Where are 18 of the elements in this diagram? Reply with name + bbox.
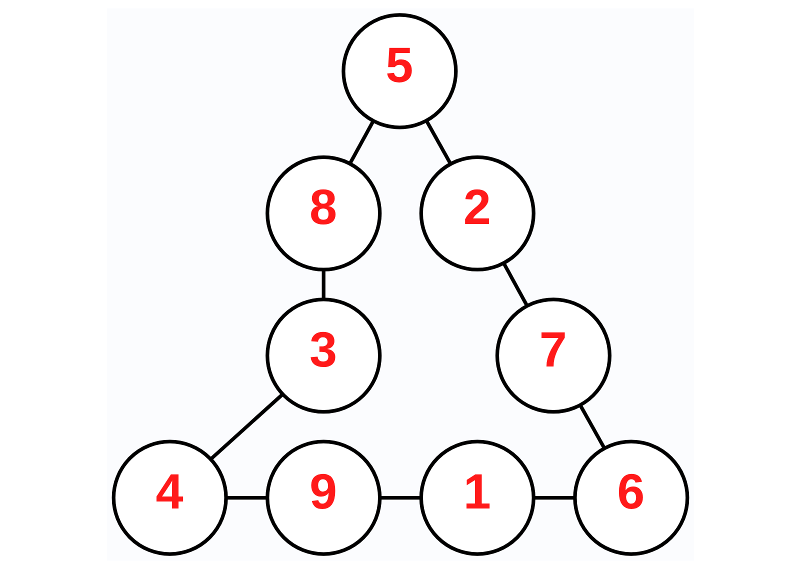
node-circle: 7	[494, 298, 611, 414]
connector	[502, 262, 528, 306]
node-circle: 2	[418, 155, 535, 272]
connector	[209, 393, 284, 460]
node-circle: 4	[111, 440, 228, 556]
connector	[578, 404, 606, 450]
node-circle: 5	[341, 13, 458, 130]
node-circle: 8	[265, 155, 382, 272]
connector	[533, 496, 574, 500]
node-circle: 9	[265, 440, 382, 556]
connector	[321, 270, 325, 299]
connector	[380, 496, 421, 500]
node-circle: 6	[572, 440, 689, 556]
connector	[424, 120, 452, 165]
connector	[348, 120, 374, 164]
node-circle: 3	[265, 298, 382, 414]
connector	[226, 496, 267, 500]
node-circle: 1	[418, 440, 535, 556]
